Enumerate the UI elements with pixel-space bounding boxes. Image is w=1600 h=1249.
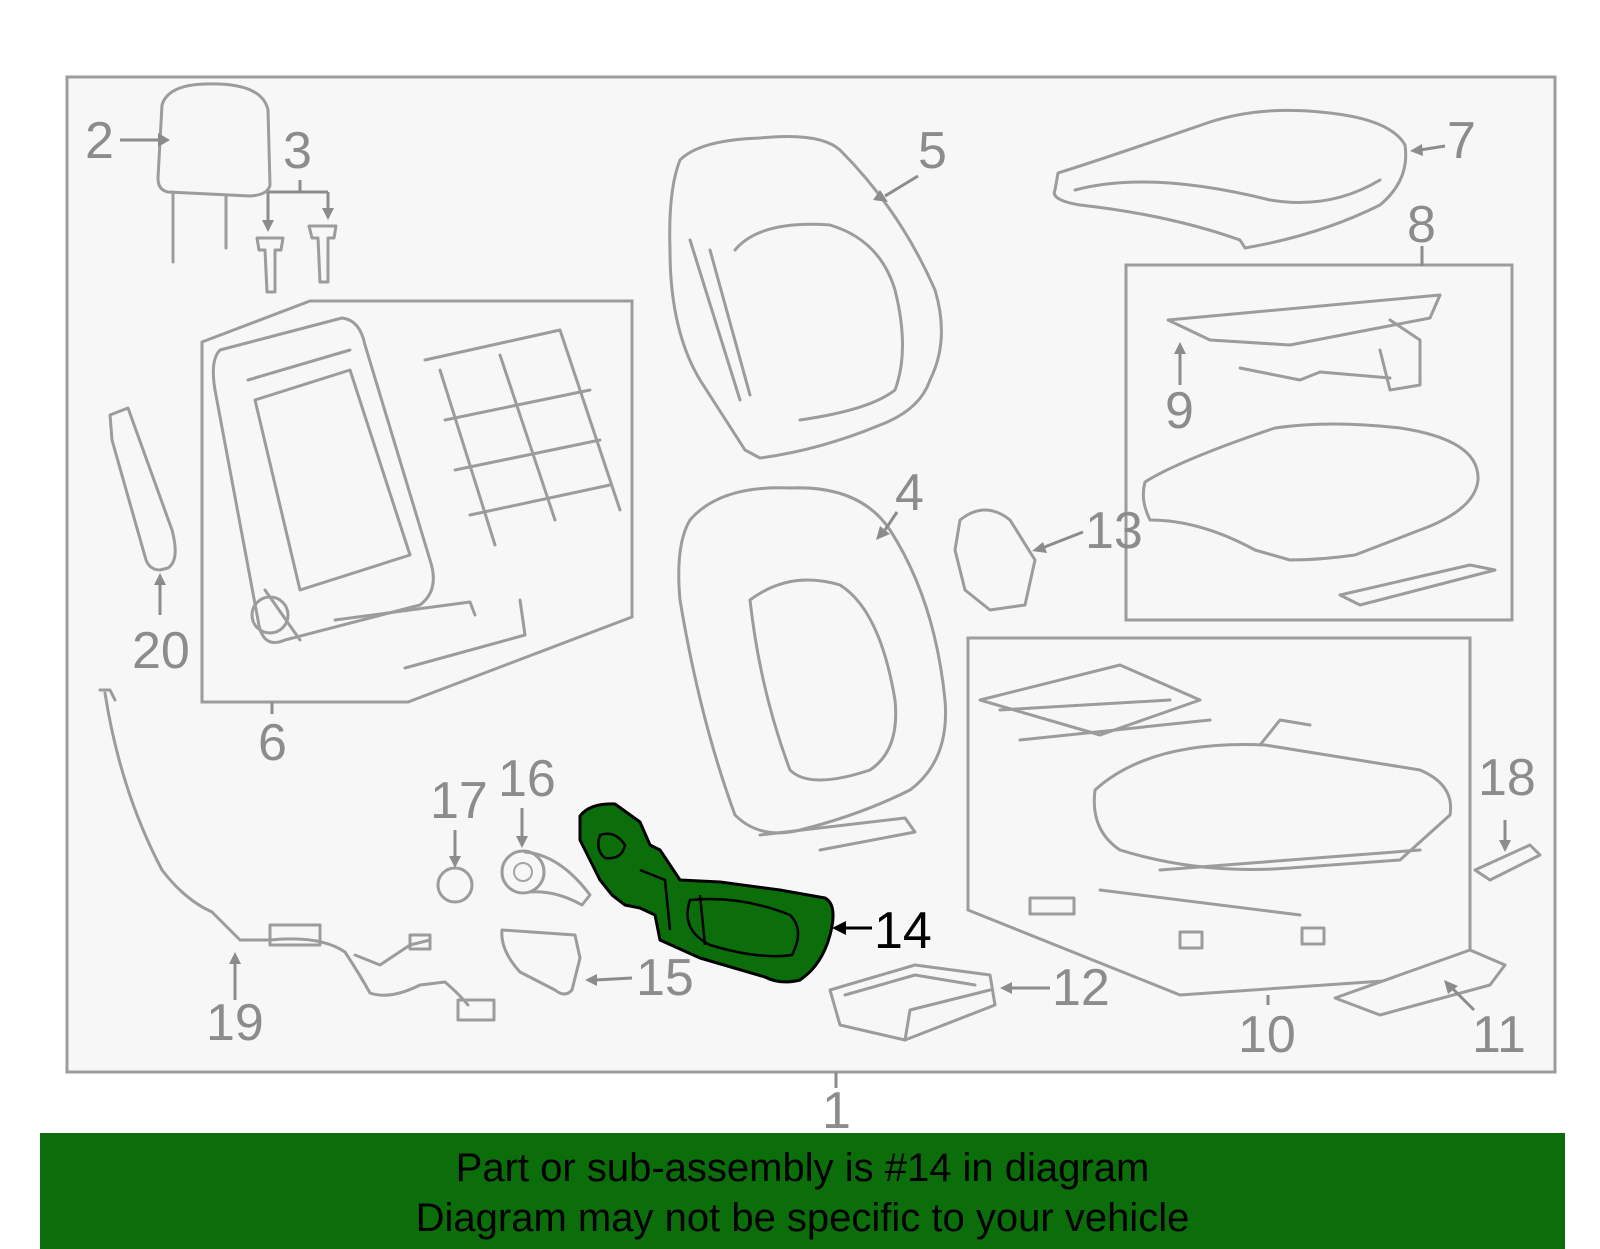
cushion-pad [1141, 293, 1497, 607]
callout-leaders [120, 133, 1511, 1088]
callout-12: 12 [1052, 959, 1110, 1017]
cap [436, 866, 474, 904]
backrest-frame-box [200, 299, 634, 704]
info-banner: Part or sub-assembly is #14 in diagram D… [40, 1133, 1565, 1249]
side-trim-panel [108, 406, 177, 572]
headrest [156, 82, 272, 264]
seatback-cover [668, 135, 943, 460]
callout-18: 18 [1478, 749, 1536, 807]
seat-side-shield [578, 802, 835, 984]
banner-line-part-number: Part or sub-assembly is #14 in diagram [455, 1146, 1150, 1190]
bracket [953, 508, 1037, 612]
seat-cushion-cover [1052, 108, 1408, 250]
cushion-assembly-box [1124, 263, 1514, 622]
callout-17: 17 [430, 772, 488, 830]
storage-tray [828, 963, 997, 1042]
backrest-frame [211, 316, 435, 644]
callout-numbers: 1 2 3 4 5 6 7 8 9 10 11 12 13 14 15 16 1… [85, 112, 1536, 1140]
seatback-pad [677, 486, 948, 852]
callout-8: 8 [1407, 196, 1436, 254]
headrest-guides [255, 224, 338, 294]
callout-9: 9 [1165, 382, 1194, 440]
seat-adjuster-frame [978, 663, 1453, 950]
callout-16: 16 [498, 750, 556, 808]
rail-cover [1333, 948, 1507, 1017]
side-trim [500, 928, 582, 996]
callout-11: 11 [1472, 1006, 1526, 1064]
callout-15: 15 [636, 949, 694, 1007]
callout-19: 19 [206, 994, 264, 1052]
recliner-knob [500, 849, 592, 907]
callout-5: 5 [918, 122, 947, 180]
wire-harness [98, 688, 496, 1022]
banner-line-disclaimer: Diagram may not be specific to your vehi… [415, 1196, 1190, 1240]
callout-20: 20 [132, 622, 190, 680]
cushion-frame-box [966, 636, 1472, 997]
trim-clip [1473, 843, 1542, 882]
callout-4: 4 [895, 464, 924, 522]
callout-1: 1 [822, 1082, 851, 1140]
lumbar-support-mat [333, 328, 622, 670]
callout-3: 3 [283, 122, 312, 180]
callout-10: 10 [1238, 1006, 1296, 1064]
callout-13: 13 [1085, 502, 1143, 560]
callout-2: 2 [85, 112, 114, 170]
callout-14: 14 [874, 902, 932, 960]
callout-7: 7 [1447, 112, 1476, 170]
callout-6: 6 [258, 714, 287, 772]
